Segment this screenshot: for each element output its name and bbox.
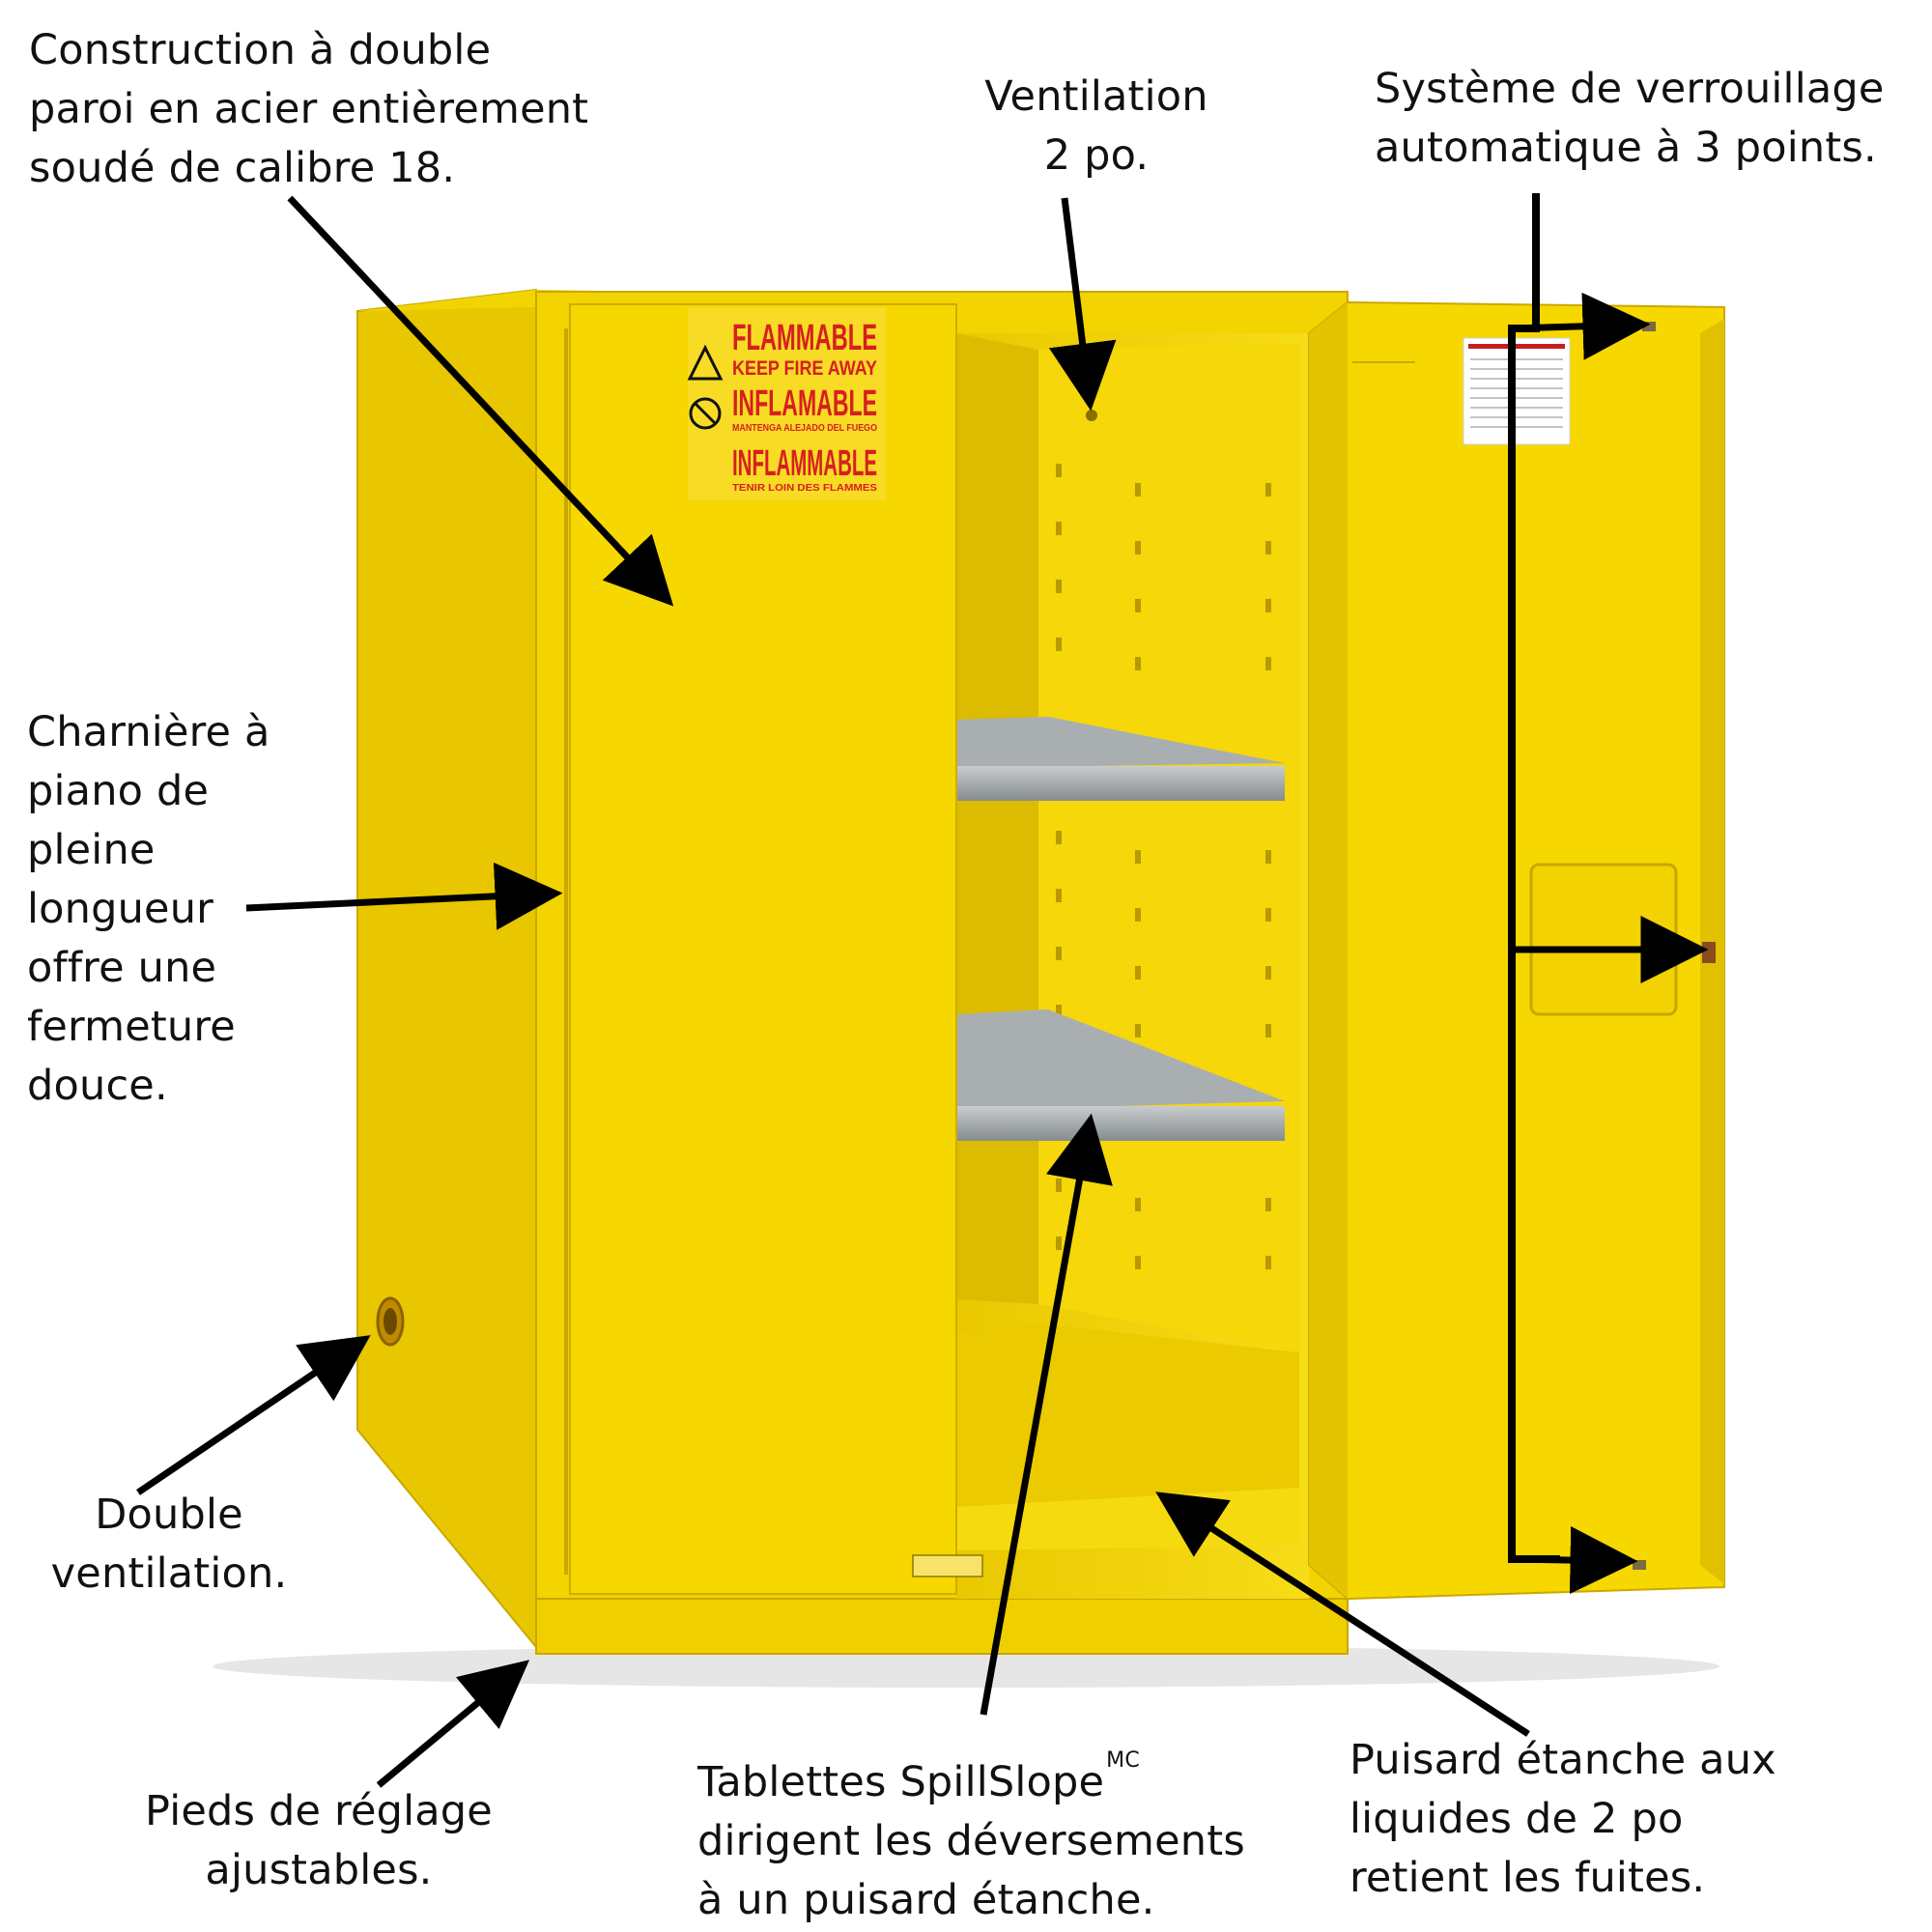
callout-shelves-brand: Tablettes SpillSlope	[697, 1758, 1105, 1806]
sign-mantenga: MANTENGA ALEJADO DEL FUEGO	[732, 423, 877, 434]
callout-construction-line: paroi en acier entièrement	[29, 85, 589, 133]
caution-label	[912, 1554, 983, 1577]
callout-shelves-line: à un puisard étanche.	[697, 1876, 1155, 1924]
shelf-lower	[956, 1009, 1285, 1111]
callout-ventilation-top: Ventilation 2 po.	[966, 68, 1227, 185]
callout-ventilation-line: Ventilation	[984, 72, 1208, 121]
callout-hinge-line: longueur	[27, 885, 214, 933]
callout-ventilation-line: 2 po.	[1043, 131, 1150, 180]
latch-bottom	[1633, 1560, 1646, 1570]
right-door-edge	[1309, 302, 1348, 1599]
fire-warning-icon	[687, 344, 724, 381]
dual-vent-fitting	[376, 1296, 405, 1347]
callout-sump-line: retient les fuites.	[1350, 1854, 1706, 1902]
flammable-sign: FLAMMABLE KEEP FIRE AWAY INFLAMABLE MANT…	[687, 307, 886, 500]
callout-sump-line: Puisard étanche aux	[1350, 1736, 1776, 1784]
callout-arrows	[136, 195, 1709, 1788]
callout-hinge-line: offre une	[27, 944, 217, 992]
shelf-upper	[956, 717, 1285, 768]
callout-sump-line: liquides de 2 po	[1350, 1795, 1684, 1843]
callout-locking-line: Système de verrouillage	[1375, 65, 1885, 113]
callout-locking-system: Système de verrouillage automatique à 3 …	[1375, 60, 1885, 178]
latch-middle	[1702, 942, 1716, 963]
floor-shadow	[213, 1645, 1719, 1688]
callout-shelves-line: dirigent les déversements	[697, 1817, 1245, 1865]
cabinet-base	[535, 1598, 1349, 1655]
shelf-upper-edge	[956, 766, 1285, 801]
callout-piano-hinge: Charnière à piano de pleine longueur off…	[27, 703, 270, 1116]
callout-dual-vent-line: Double	[95, 1491, 243, 1539]
cabinet-left-side	[356, 288, 537, 1650]
callout-shelves-line: Tablettes SpillSlopeMC	[697, 1731, 1245, 1812]
sign-inflamable-es: INFLAMABLE	[732, 384, 877, 424]
shelf-lower-edge	[956, 1106, 1285, 1141]
callout-construction-line: Construction à double	[29, 26, 492, 74]
callout-dual-vent: Double ventilation.	[39, 1486, 299, 1604]
callout-spillslope-shelves: Tablettes SpillSlopeMC dirigent les déve…	[697, 1731, 1245, 1930]
callout-construction: Construction à double paroi en acier ent…	[29, 21, 588, 198]
callout-hinge-line: fermeture	[27, 1003, 236, 1051]
callout-construction-line: soudé de calibre 18.	[29, 144, 456, 192]
callout-dual-vent-line: ventilation.	[50, 1549, 288, 1598]
interior-left-wall	[956, 333, 1038, 1304]
callout-locking-line: automatique à 3 points.	[1375, 124, 1877, 172]
callout-feet-line: ajustables.	[205, 1846, 433, 1894]
sign-flammable-en: FLAMMABLE	[732, 318, 877, 358]
no-flame-icon	[689, 397, 722, 430]
trademark-mark: MC	[1106, 1748, 1140, 1773]
callout-hinge-line: Charnière à	[27, 708, 270, 756]
callout-leakproof-sump: Puisard étanche aux liquides de 2 po ret…	[1350, 1731, 1776, 1908]
callout-feet-line: Pieds de réglage	[145, 1787, 493, 1835]
callout-hinge-line: douce.	[27, 1062, 168, 1110]
sign-inflammable-fr: INFLAMMABLE	[732, 443, 877, 484]
door-handle-plate	[1529, 863, 1678, 1016]
callout-hinge-line: pleine	[27, 826, 156, 874]
sign-keep-fire-away: KEEP FIRE AWAY	[732, 357, 877, 380]
sump-floor	[956, 1323, 1299, 1507]
top-vent-hole	[1086, 410, 1097, 421]
callout-adjustable-feet: Pieds de réglage ajustables.	[116, 1782, 522, 1900]
inner-door-label	[1463, 337, 1571, 445]
sign-tenir-loin: TENIR LOIN DES FLAMMES	[732, 483, 877, 494]
left-door[interactable]	[569, 303, 957, 1595]
callout-hinge-line: piano de	[27, 767, 210, 815]
latch-top	[1642, 322, 1656, 331]
